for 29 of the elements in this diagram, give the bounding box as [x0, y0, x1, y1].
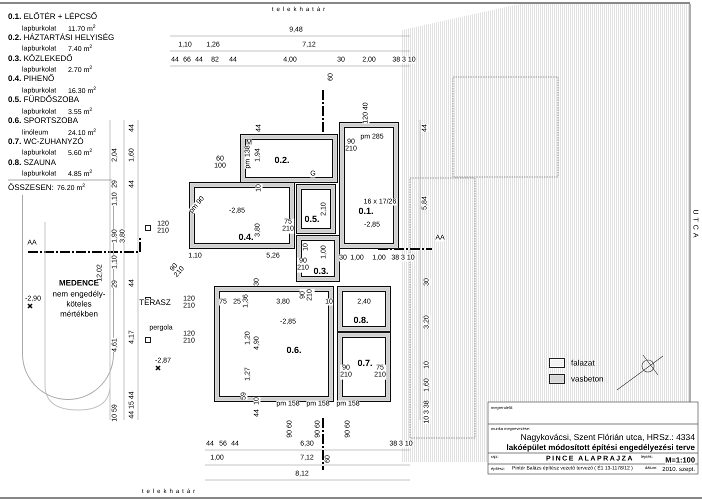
- room: [340, 123, 398, 248]
- room-number: 0.6.: [286, 345, 302, 355]
- room-number: 0.4.: [238, 232, 254, 242]
- room: [338, 333, 390, 401]
- room-number: 0.2.: [274, 155, 290, 165]
- room-name: 0.8. SZAUNA: [8, 158, 56, 167]
- room: [297, 185, 335, 233]
- room-number: 0.1.: [358, 206, 374, 216]
- room-name: 0.6. SPORTSZOBA: [8, 117, 78, 125]
- room: [338, 287, 390, 331]
- room-name: 0.7. WC-ZUHANYZÓ: [8, 138, 84, 146]
- title-block-text: lakóépület módosított építési engedélyezési terve: [506, 444, 695, 452]
- room: [241, 135, 337, 182]
- room-name: 0.3. KÖZLEKEDŐ: [8, 54, 72, 63]
- pool-note: nem engedély-köteles mértékben: [52, 290, 106, 320]
- legend-label: falazat: [571, 358, 595, 368]
- room-name: 0.5. FÜRDŐSZOBA: [8, 96, 80, 104]
- room-number: 0.3.: [314, 266, 328, 276]
- total-label: ÖSSZESEN:: [8, 184, 54, 192]
- legend-label: vasbeton: [571, 374, 604, 384]
- room-number: 0.5.: [304, 214, 320, 224]
- area-label: TERASZ: [139, 299, 171, 307]
- room-name: 0.1. ELŐTÉR + LÉPCSŐ: [8, 13, 98, 21]
- room-number: 0.8.: [354, 315, 368, 325]
- room-name: 0.2. HÁZTARTÁSI HELYISÉG: [8, 34, 114, 42]
- room-name: 0.4. PIHENŐ: [8, 75, 54, 84]
- room-number: 0.7.: [358, 358, 372, 368]
- title-block-text: Nagykovácsi, Szent Flórián utca, HRSz.: 4334: [520, 432, 695, 442]
- room: [190, 183, 294, 248]
